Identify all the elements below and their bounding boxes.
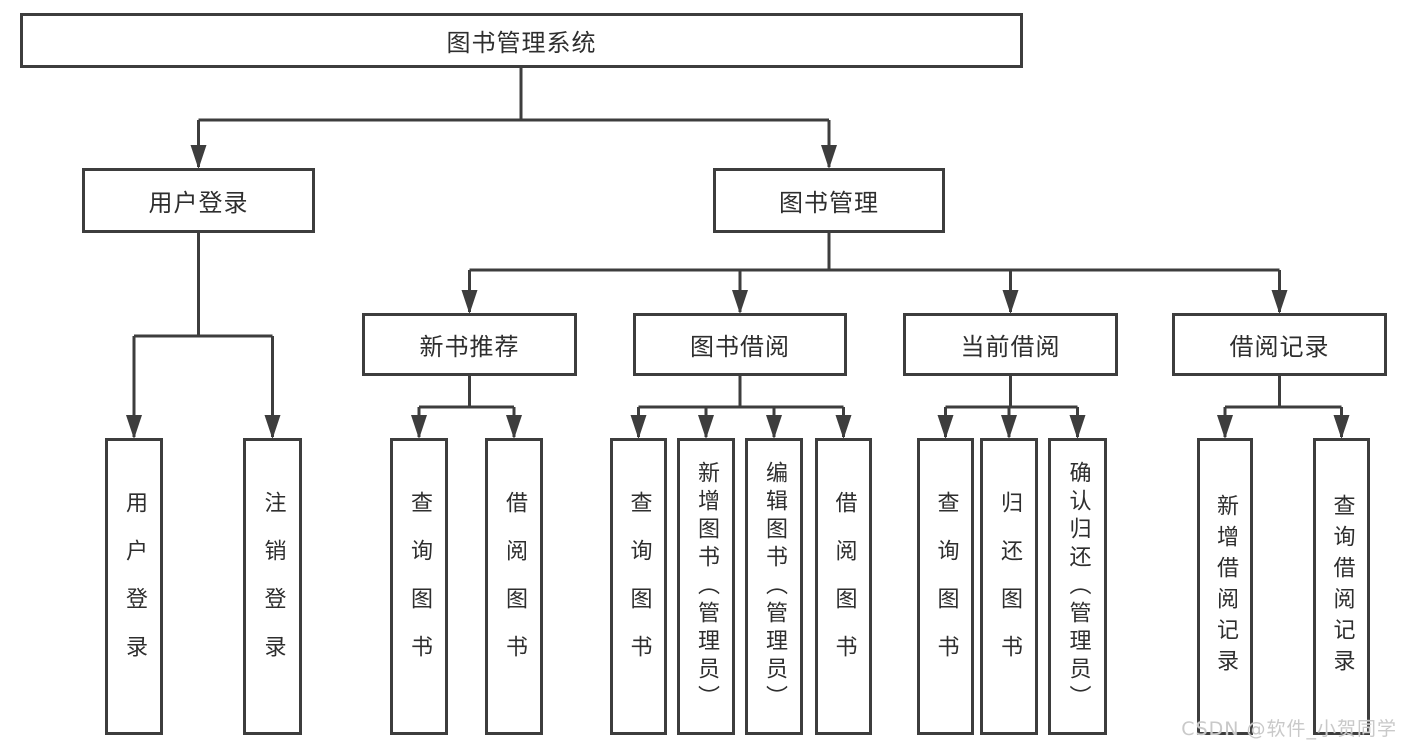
- leaf-borrow-books-borrow: 借阅图书: [815, 438, 872, 735]
- leaf-query-books-borrow-label: 查询图书: [626, 490, 652, 683]
- leaf-return-book-label: 归还图书: [997, 490, 1022, 683]
- leaf-query-borrow-record-label: 查询借阅记录: [1329, 493, 1355, 680]
- leaf-borrow-books-borrow-label: 借阅图书: [831, 490, 857, 683]
- leaf-edit-book-admin: 编辑图书（管理员）: [745, 438, 803, 735]
- leaf-query-books-current: 查询图书: [917, 438, 974, 735]
- leaf-user-login-label: 用户登录: [122, 490, 147, 683]
- node-borrow-records: 借阅记录: [1172, 313, 1387, 376]
- leaf-confirm-return-admin-label: 确认归还（管理员）: [1065, 460, 1091, 713]
- leaf-edit-book-admin-label: 编辑图书（管理员）: [762, 460, 787, 713]
- leaf-logout-label: 注销登录: [260, 490, 286, 683]
- leaf-logout: 注销登录: [243, 438, 302, 735]
- leaf-query-books-recommend: 查询图书: [390, 438, 448, 735]
- leaf-add-book-admin: 新增图书（管理员）: [677, 438, 735, 735]
- leaf-add-book-admin-label: 新增图书（管理员）: [694, 460, 719, 713]
- leaf-query-books-recommend-label: 查询图书: [407, 490, 432, 683]
- node-library-management-system: 图书管理系统: [20, 13, 1023, 68]
- node-user-login: 用户登录: [82, 168, 315, 233]
- leaf-query-books-current-label: 查询图书: [933, 490, 959, 683]
- leaf-borrow-books-recommend: 借阅图书: [485, 438, 543, 735]
- node-book-borrow: 图书借阅: [633, 313, 847, 376]
- csdn-watermark: CSDN @软件_小贺同学: [1181, 718, 1397, 740]
- leaf-confirm-return-admin: 确认归还（管理员）: [1048, 438, 1107, 735]
- leaf-add-borrow-record-label: 新增借阅记录: [1213, 493, 1238, 680]
- leaf-user-login: 用户登录: [105, 438, 163, 735]
- leaf-add-borrow-record: 新增借阅记录: [1197, 438, 1253, 735]
- leaf-borrow-books-recommend-label: 借阅图书: [502, 490, 527, 683]
- node-new-book-recommend: 新书推荐: [362, 313, 577, 376]
- node-book-management: 图书管理: [713, 168, 945, 233]
- leaf-query-borrow-record: 查询借阅记录: [1313, 438, 1370, 735]
- leaf-return-book: 归还图书: [980, 438, 1038, 735]
- node-current-borrow: 当前借阅: [903, 313, 1118, 376]
- leaf-query-books-borrow: 查询图书: [610, 438, 667, 735]
